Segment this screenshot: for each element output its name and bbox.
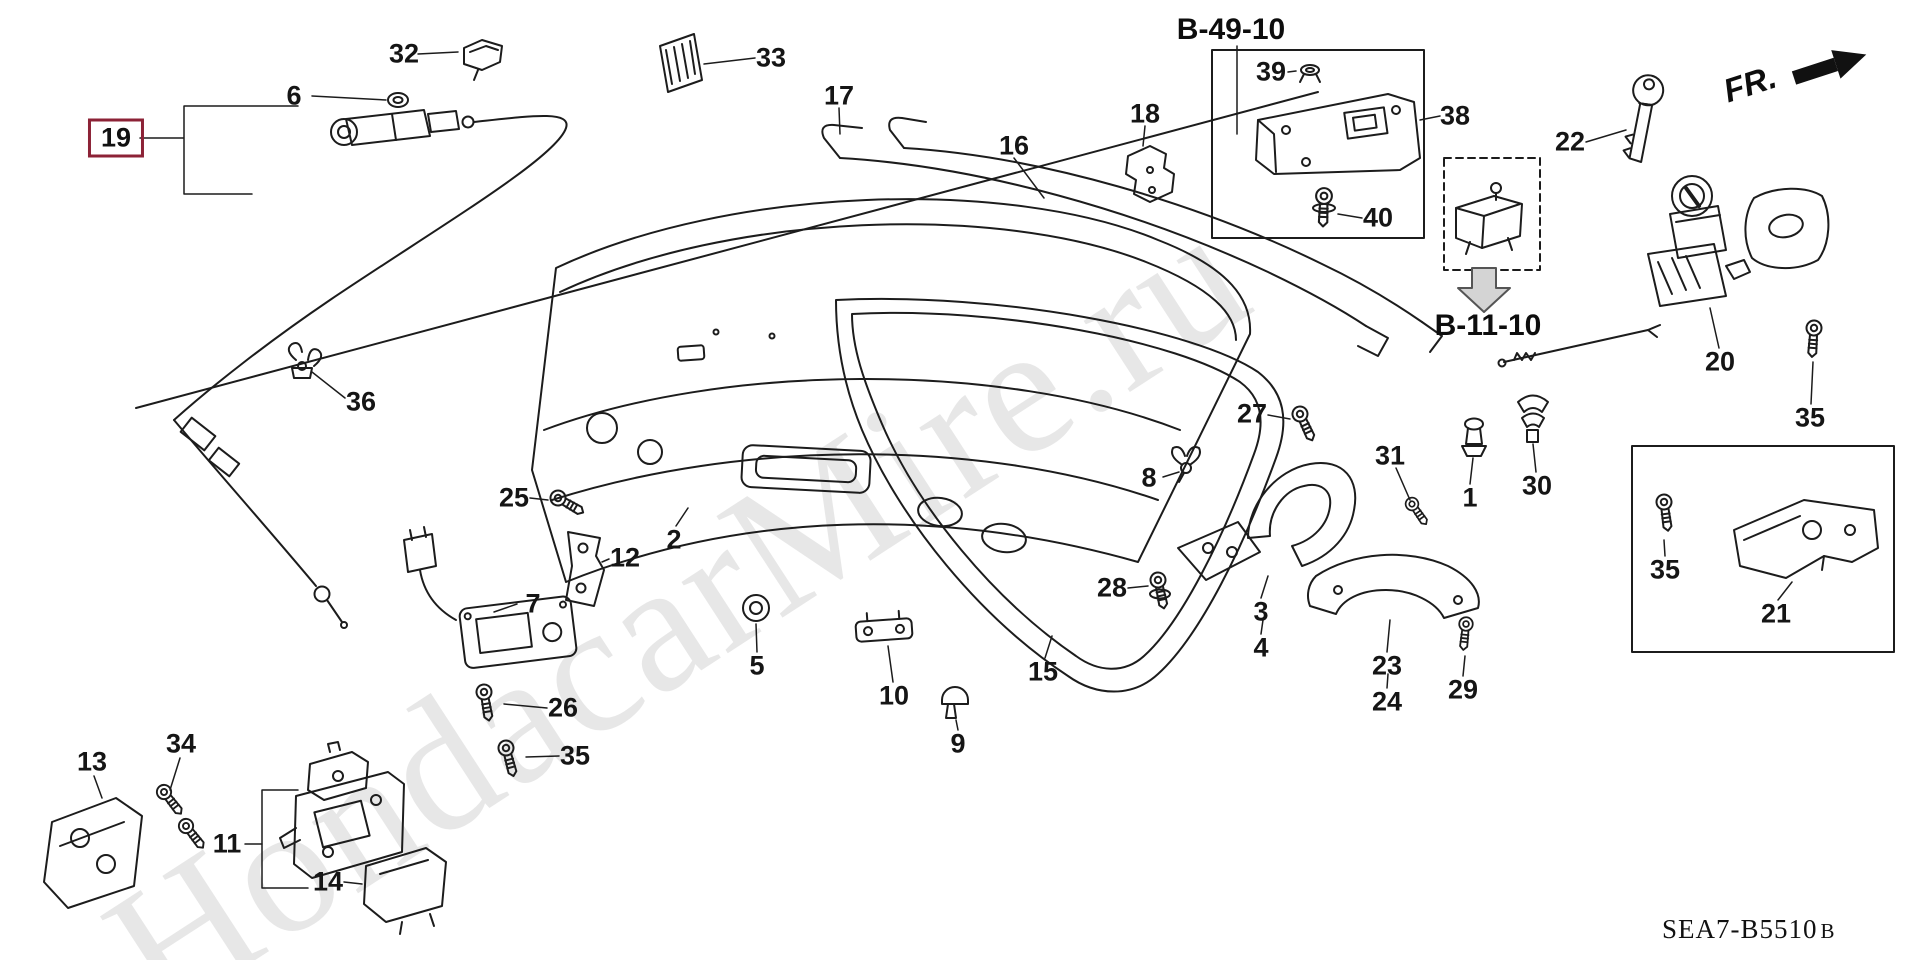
license-parts: [742, 594, 969, 719]
trunk-lid: [531, 198, 1252, 583]
callout-3[interactable]: 3: [1253, 596, 1269, 627]
callout-16[interactable]: 16: [998, 130, 1030, 161]
callout-19-highlighted[interactable]: 19: [87, 118, 145, 158]
callout-7[interactable]: 7: [525, 588, 541, 619]
callout-21[interactable]: 21: [1760, 598, 1792, 629]
callout-38[interactable]: 38: [1439, 100, 1471, 131]
hinge-assembly: [1148, 394, 1549, 652]
callout-29[interactable]: 29: [1447, 674, 1479, 705]
drawing-code-revision: B: [1820, 919, 1836, 943]
callout-12[interactable]: 12: [609, 542, 641, 573]
callout-40[interactable]: 40: [1362, 202, 1394, 233]
callout-9[interactable]: 9: [950, 728, 966, 759]
callout-23[interactable]: 23: [1371, 650, 1403, 681]
callout-25[interactable]: 25: [498, 482, 530, 513]
callout-10[interactable]: 10: [878, 680, 910, 711]
striker-latch-group: [43, 682, 522, 935]
callout-24[interactable]: 24: [1371, 686, 1403, 717]
callout-35-top-right[interactable]: 35: [1794, 402, 1826, 433]
opener-cable-assembly: [135, 91, 1319, 629]
callout-31[interactable]: 31: [1374, 440, 1406, 471]
small-parts: [463, 33, 1175, 203]
weatherstrip-seal: [835, 297, 1285, 693]
ref-label-b-11-10[interactable]: B-11-10: [1434, 309, 1542, 342]
callout-39[interactable]: 39: [1255, 56, 1287, 87]
callout-11[interactable]: 11: [212, 828, 242, 859]
callout-6[interactable]: 6: [286, 80, 302, 111]
callout-36[interactable]: 36: [345, 386, 377, 417]
callout-1[interactable]: 1: [1462, 482, 1478, 513]
b-49-10-group: [1211, 49, 1425, 239]
callout-15[interactable]: 15: [1027, 656, 1059, 687]
garnish-box-group: [1631, 445, 1895, 653]
callout-35-garnish-box[interactable]: 35: [1649, 554, 1681, 585]
callout-28[interactable]: 28: [1096, 572, 1128, 603]
callout-18[interactable]: 18: [1129, 98, 1161, 129]
callout-13[interactable]: 13: [76, 746, 108, 777]
leader-lines: [93, 45, 1814, 889]
callout-30[interactable]: 30: [1521, 470, 1553, 501]
callout-8[interactable]: 8: [1141, 462, 1157, 493]
b-11-10-group: [1443, 157, 1541, 313]
callout-17[interactable]: 17: [823, 80, 855, 111]
callout-4[interactable]: 4: [1253, 632, 1269, 663]
callout-5[interactable]: 5: [749, 650, 765, 681]
callout-14[interactable]: 14: [312, 866, 344, 897]
callout-2[interactable]: 2: [666, 524, 682, 555]
callout-34[interactable]: 34: [165, 728, 197, 759]
callout-20[interactable]: 20: [1704, 346, 1736, 377]
callout-33[interactable]: 33: [755, 42, 787, 73]
fr-direction-arrow: [1791, 50, 1867, 85]
callout-27[interactable]: 27: [1236, 398, 1268, 429]
down-arrow-icon: [1457, 267, 1511, 313]
callout-22[interactable]: 22: [1554, 126, 1586, 157]
ref-label-b-49-10[interactable]: B-49-10: [1176, 13, 1286, 46]
torsion-bars: [821, 116, 1443, 357]
lock-cylinder-assembly: [1497, 74, 1830, 368]
drawing-code-main: SEA7-B5510: [1662, 914, 1818, 944]
callout-32[interactable]: 32: [388, 38, 420, 69]
trunk-latch-assembly: [403, 486, 605, 669]
callout-35-latch[interactable]: 35: [559, 740, 591, 771]
callout-26[interactable]: 26: [547, 692, 579, 723]
